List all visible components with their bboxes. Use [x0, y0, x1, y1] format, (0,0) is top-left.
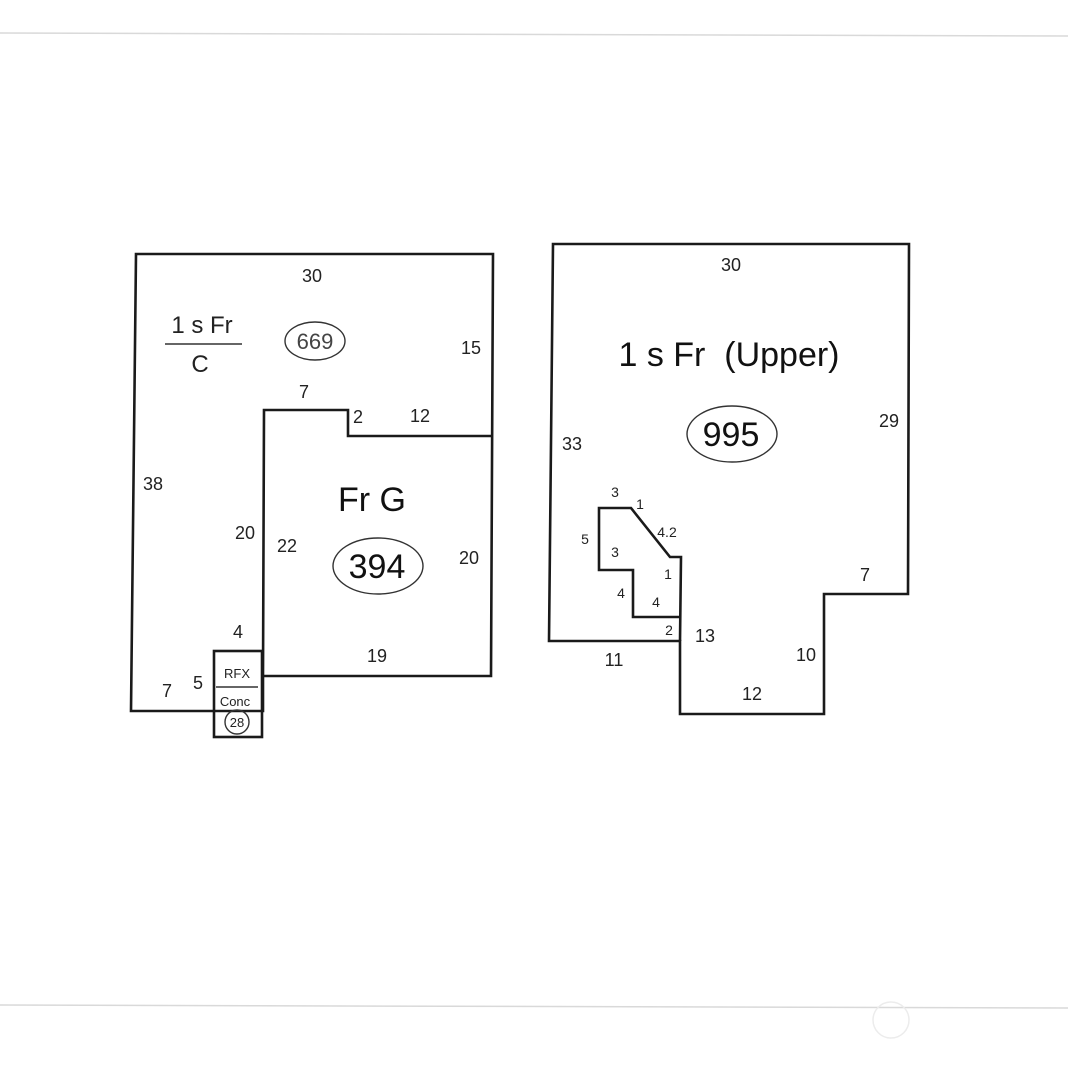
right-dim-right: 29 [879, 411, 899, 431]
porch-area-circle [224, 709, 250, 735]
right-building: 1 s Fr (Upper) 995 30 33 29 7 10 12 11 1… [547, 242, 911, 716]
right-main-outline [547, 242, 911, 716]
right-dim-inner-step: 13 [695, 626, 715, 646]
garage-dim-left-inner: 22 [277, 536, 297, 556]
garage-dim-left-outer: 20 [235, 523, 255, 543]
right-dim-bottom-left: 11 [605, 650, 624, 670]
porch-label-bottom: Conc [220, 694, 251, 709]
garage-dim-bottom: 19 [367, 646, 387, 666]
garage-area-ellipse [332, 537, 424, 595]
cut-dim-inner-3: 3 [611, 544, 619, 560]
scan-edge-bottom [0, 1004, 1068, 1009]
garage-label: Fr G [338, 481, 406, 519]
left-main-area: 669 [297, 329, 334, 354]
cut-dim-4b: 4 [652, 594, 660, 610]
garage-dim-top-right: 12 [410, 406, 430, 426]
right-dim-bottom: 12 [742, 684, 762, 704]
porch-dim-top: 4 [233, 622, 243, 642]
right-main-area: 995 [703, 416, 760, 454]
cut-dim-top: 3 [611, 484, 619, 500]
left-main-label-top: 1 s Fr [171, 312, 232, 339]
garage-dim-top-left: 7 [299, 382, 309, 402]
porch-label-top: RFX [224, 666, 250, 681]
left-dim-left: 38 [143, 474, 163, 494]
porch-outline [212, 649, 264, 739]
porch-dim-side: 5 [193, 673, 203, 693]
cut-dim-1a: 1 [636, 496, 644, 512]
cut-dim-1b: 1 [664, 566, 672, 582]
right-dim-left: 33 [562, 434, 582, 454]
scan-mark [872, 1001, 910, 1039]
cut-dim-4a: 4 [617, 585, 625, 601]
scan-edge-top [0, 32, 1068, 37]
right-cutout-outline [597, 506, 683, 642]
cut-dim-diag: 4.2 [657, 524, 677, 540]
garage-dim-right: 20 [459, 548, 479, 568]
garage-outline [261, 408, 491, 677]
left-dim-top: 30 [302, 266, 322, 286]
right-main-area-ellipse [686, 405, 778, 463]
garage-area: 394 [349, 548, 406, 586]
cut-dim-2: 2 [665, 622, 673, 638]
right-dim-top: 30 [721, 255, 741, 275]
cut-dim-left: 5 [581, 531, 589, 547]
garage-dim-step: 2 [353, 407, 363, 427]
left-dim-right-upper: 15 [461, 338, 481, 358]
left-dim-bottom-left: 7 [162, 681, 172, 701]
right-dim-notch-right: 7 [860, 565, 870, 585]
left-main-label-bottom: C [191, 351, 208, 378]
right-main-label: 1 s Fr (Upper) [618, 336, 839, 374]
right-dim-notch-vertical: 10 [796, 645, 816, 665]
left-building: 1 s Fr C 669 Fr G 394 RFX Conc 28 30 15 … [129, 252, 495, 739]
left-main-area-ellipse [284, 321, 346, 361]
porch-area: 28 [230, 715, 244, 730]
